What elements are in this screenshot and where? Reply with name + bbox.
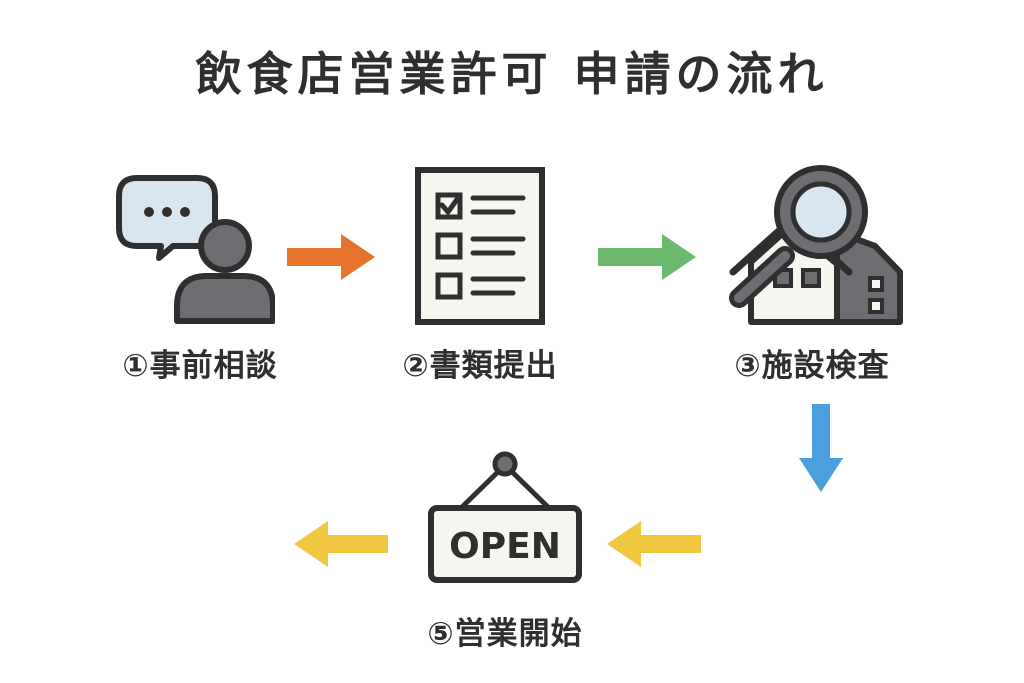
- arrow-down-icon: [799, 404, 843, 492]
- arrow-right-icon: [598, 234, 696, 280]
- page-title: 飲食店営業許可 申請の流れ: [195, 47, 829, 101]
- inspection-house-icon: [729, 165, 903, 325]
- step-label-open: ⑤営業開始: [427, 616, 583, 652]
- step-label-inspection: ③施設検査: [734, 348, 890, 384]
- arrow-left-icon: [607, 521, 701, 567]
- open-sign-icon: OPEN: [428, 451, 582, 583]
- arrow-right-icon: [287, 234, 375, 280]
- open-sign-text: OPEN: [449, 526, 561, 567]
- arrow-left-icon: [294, 521, 388, 567]
- document-checklist-icon: [415, 167, 545, 325]
- consultation-icon: [116, 175, 275, 324]
- step-label-documents: ②書類提出: [402, 348, 558, 384]
- step-label-consultation: ①事前相談: [122, 348, 278, 384]
